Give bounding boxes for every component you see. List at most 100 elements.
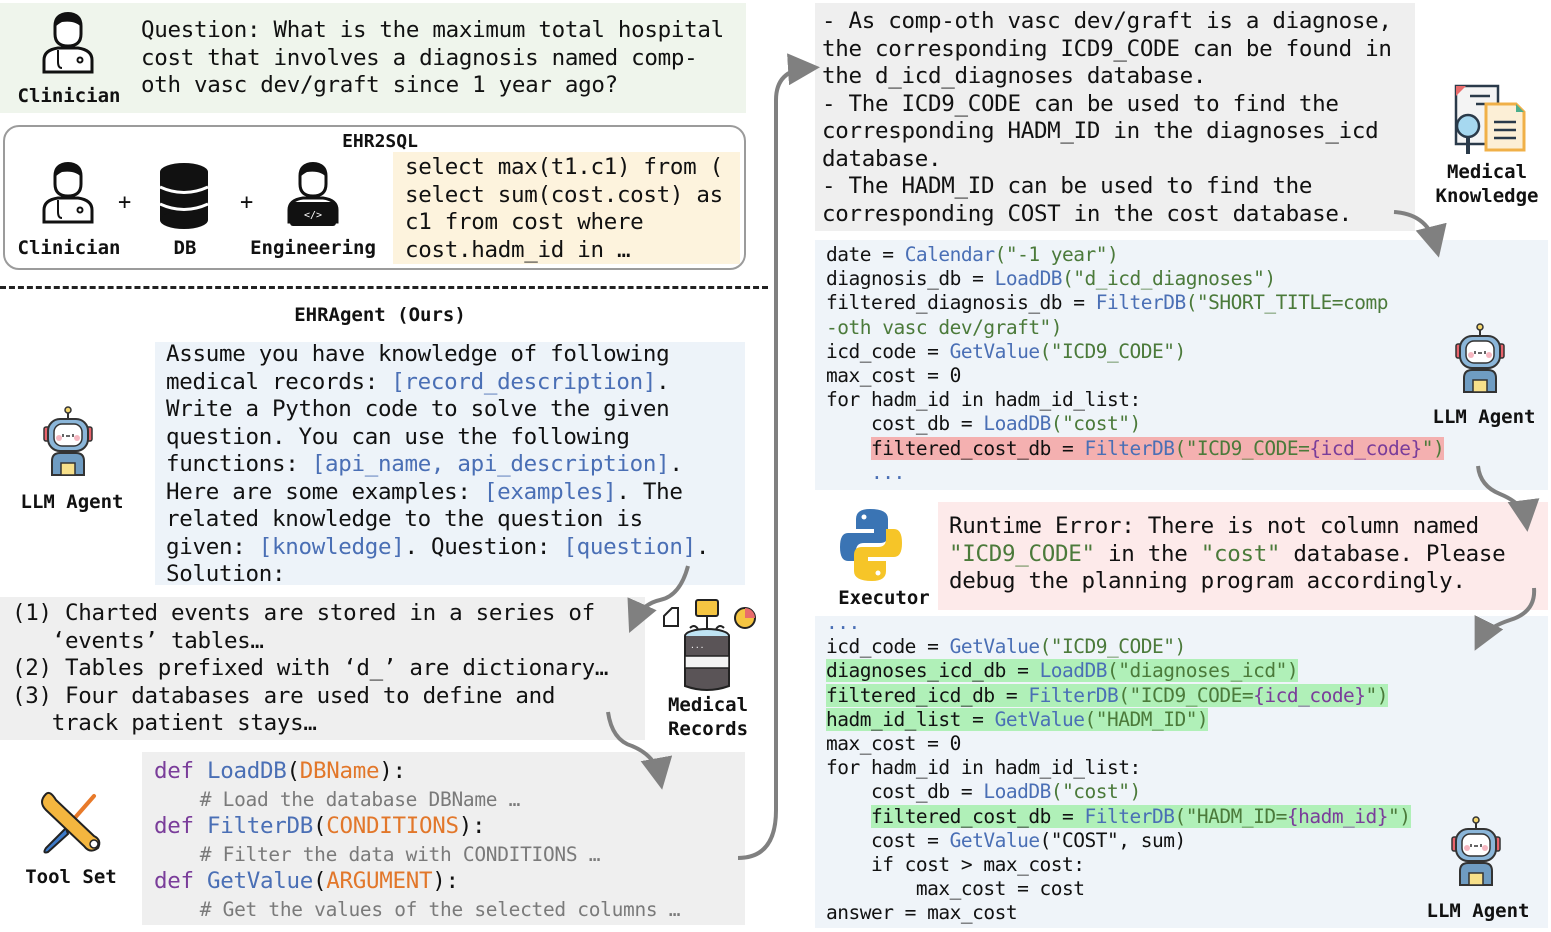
prompt-text-span: functions: — [166, 451, 312, 477]
code-function: FilterDB — [1095, 291, 1186, 315]
code-function: LoadDB — [1039, 659, 1108, 683]
placeholder-api: [api_name, api_description] — [311, 451, 670, 477]
code-span: ("COST", sum) — [1039, 828, 1187, 852]
clinician-label: Clinician — [17, 237, 121, 259]
tool-definitions: def LoadDB(DBName): # Load the database … — [154, 758, 681, 923]
arrow-code-to-executor — [1476, 465, 1540, 532]
prompt-line: medical records: [record_description]. — [166, 369, 709, 397]
tool-arg: DBName — [299, 758, 380, 784]
code-span: cost = — [826, 828, 950, 852]
code-string: ("SHORT_TITLE=comp — [1185, 291, 1389, 315]
code-line: -oth vasc dev/graft") — [826, 315, 1063, 339]
code-span: diagnoses_icd_db = — [826, 659, 1040, 683]
error-text-span: in the — [1094, 540, 1201, 567]
code-line: for hadm_id in hadm_id_list: — [826, 756, 1141, 780]
prompt-line: Assume you have knowledge of following — [166, 341, 670, 367]
code-line-fixed: hadm_id_list = GetValue("HADM_ID") — [826, 707, 1411, 732]
knowledge-line: corresponding COST in the cost database. — [822, 200, 1352, 227]
knowledge-line: - As comp-oth vasc dev/graft is a diagno… — [822, 8, 1392, 34]
prompt-text-span: . — [656, 368, 670, 395]
code-span: cost_db = — [826, 412, 984, 436]
code-line: max_cost = cost — [826, 877, 1085, 901]
question-line: Question: What is the maximum total hosp… — [141, 17, 724, 43]
code-span: date = — [826, 243, 905, 266]
code-function: GetValue — [949, 339, 1040, 363]
record-line: track patient stays… — [12, 710, 317, 736]
code-function: Calendar — [904, 243, 995, 266]
code-line: cost_db = LoadDB("cost") — [826, 780, 1411, 804]
fix-highlight: diagnoses_icd_db = LoadDB("diagnoses_icd… — [826, 659, 1299, 683]
records-text: (1) Charted events are stored in a serie… — [12, 600, 608, 738]
error-line: "ICD9_CODE" in the "cost" database. Plea… — [949, 540, 1506, 569]
code-string: ("-1 year") — [994, 243, 1119, 266]
code-span: filtered_diagnosis_db = — [826, 291, 1096, 315]
sql-line: c1 from cost where — [405, 209, 644, 235]
prompt-text-span: . — [669, 451, 683, 477]
question-line: oth vasc dev/graft since 1 year ago? — [141, 72, 618, 98]
error-highlight: filtered_cost_db = FilterDB("ICD9_CODE={… — [870, 436, 1445, 460]
fix-highlight: filtered_icd_db = FilterDB("ICD9_CODE={i… — [826, 683, 1389, 707]
code-function: FilterDB — [1084, 804, 1175, 828]
code-line-error: filtered_cost_db = FilterDB("ICD9_CODE={… — [826, 436, 1445, 461]
plus-sign: + — [118, 190, 132, 215]
code-string: ") — [1421, 436, 1445, 460]
code-string: ("ICD9_CODE") — [1039, 635, 1187, 659]
code-span: filtered_cost_db = — [870, 436, 1085, 460]
def-keyword: def — [154, 758, 207, 784]
code-span: icd_code = — [826, 635, 950, 659]
knowledge-line: - The HADM_ID can be used to find the — [822, 173, 1313, 199]
tool-comment: # Get the values of the selected columns… — [154, 897, 681, 921]
arrow-knowledge-to-code — [1393, 210, 1447, 258]
record-line: ‘events’ tables… — [12, 627, 264, 654]
prompt-text-span: . Question: — [404, 533, 564, 560]
prompt-line: related knowledge to the question is — [166, 506, 643, 532]
tool-arg: ARGUMENT — [326, 868, 433, 894]
placeholder-question: [question] — [563, 533, 696, 560]
plus-sign: + — [240, 190, 254, 215]
code-string: ("cost") — [1050, 780, 1141, 804]
knowledge-line: the corresponding ICD9_CODE can be found… — [822, 35, 1392, 62]
code-line: ... — [826, 460, 905, 484]
code-line: diagnosis_db = LoadDB("d_icd_diagnoses") — [826, 267, 1444, 291]
code-line: cost_db = LoadDB("cost") — [826, 412, 1444, 436]
tool-comment: # Load the database DBName … — [154, 787, 521, 811]
code-line: max_cost = 0 — [826, 364, 961, 388]
tool-comment: # Filter the data with CONDITIONS … — [154, 842, 601, 866]
error-line: debug the planning program accordingly. — [949, 568, 1466, 594]
code-span: hadm_id_list = — [826, 707, 995, 731]
arrow-prompt-to-records — [627, 565, 690, 633]
prompt-text-span: medical records: — [166, 368, 392, 395]
prompt-line: Write a Python code to solve the given — [166, 396, 670, 422]
code-string: ("cost") — [1050, 412, 1141, 436]
code-function: GetValue — [949, 828, 1040, 852]
code-line: cost = GetValue("COST", sum) — [826, 829, 1411, 853]
medical-knowledge-label: Medical Knowledge — [1428, 160, 1546, 208]
knowledge-text: - As comp-oth vasc dev/graft is a diagno… — [822, 8, 1392, 228]
placeholder-knowledge: [knowledge] — [258, 533, 405, 560]
section-divider — [0, 286, 768, 289]
code-line: icd_code = GetValue("ICD9_CODE") — [826, 635, 1411, 659]
def-keyword: def — [154, 813, 207, 839]
llm-agent-label: LLM Agent — [20, 491, 124, 513]
revised-code: ... icd_code = GetValue("ICD9_CODE") dia… — [826, 611, 1411, 926]
tool-set-label: Tool Set — [25, 866, 117, 888]
error-message: Runtime Error: There is not column named… — [949, 513, 1506, 596]
svg-text:···: ··· — [690, 643, 704, 652]
def-keyword: def — [154, 868, 207, 894]
medical-knowledge-document-icon — [1454, 84, 1526, 154]
question-text: Question: What is the maximum total hosp… — [141, 17, 724, 100]
sql-query: select max(t1.c1) from ( select sum(cost… — [405, 154, 723, 264]
placeholder-record-description: [record_description] — [391, 368, 657, 395]
prompt-text: Assume you have knowledge of following m… — [166, 341, 709, 589]
label-line: Records — [667, 718, 749, 740]
tool-name-loaddb: LoadDB — [207, 758, 287, 784]
code-line-fixed: filtered_icd_db = FilterDB("ICD9_CODE={i… — [826, 683, 1411, 708]
code-string: ") — [1365, 683, 1389, 707]
medical-knowledge-box — [815, 3, 1415, 231]
code-string: ") — [1388, 804, 1411, 828]
record-line: (3) Four databases are used to define an… — [12, 682, 556, 709]
code-string: ("ICD9_CODE") — [1039, 339, 1187, 363]
code-line: ... — [826, 611, 860, 634]
prompt-text-span: given: — [166, 533, 259, 560]
